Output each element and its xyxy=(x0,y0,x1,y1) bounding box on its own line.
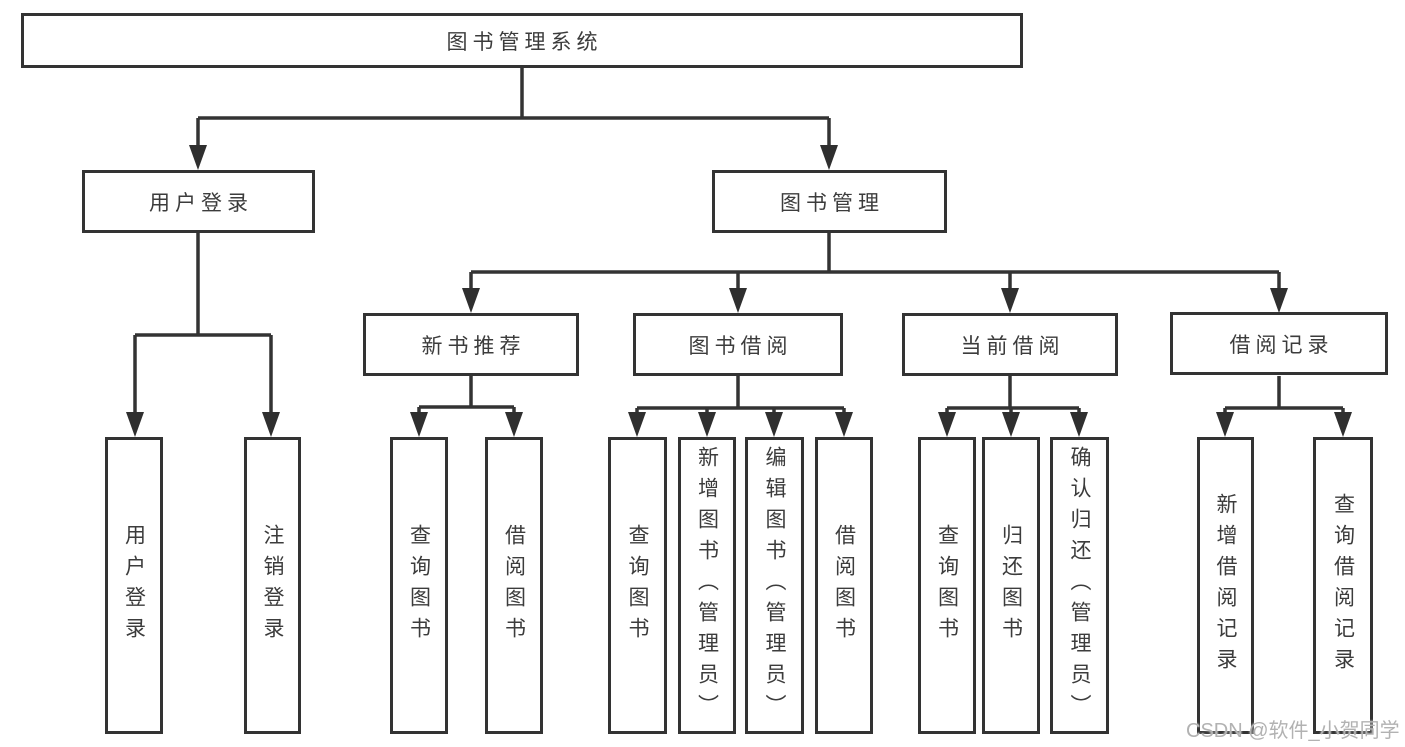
node-borrow-records: 借阅记录 xyxy=(1170,312,1388,375)
leaf-confirm-return-admin: 确认归还（管理员） xyxy=(1050,437,1109,734)
leaf-query-books-1-label: 查询图书 xyxy=(407,523,431,648)
node-book-management-branch: 图书管理 xyxy=(712,170,947,233)
csdn-watermark: CSDN @软件_小贺同学 xyxy=(1186,720,1400,742)
node-book-borrowing: 图书借阅 xyxy=(633,313,843,376)
leaf-query-books-2-label: 查询图书 xyxy=(626,523,649,648)
leaf-user-login: 用户登录 xyxy=(105,437,163,734)
leaf-borrow-books-2-label: 借阅图书 xyxy=(832,523,856,648)
node-library-management-system: 图书管理系统 xyxy=(21,13,1023,68)
node-current-borrowing: 当前借阅 xyxy=(902,313,1118,376)
leaf-borrow-books-1: 借阅图书 xyxy=(485,437,543,734)
leaf-borrow-books-2: 借阅图书 xyxy=(815,437,873,734)
leaf-user-login-label: 用户登录 xyxy=(122,523,146,648)
leaf-add-borrow-record: 新增借阅记录 xyxy=(1197,437,1254,734)
leaf-add-borrow-record-label: 新增借阅记录 xyxy=(1214,492,1237,679)
leaf-query-borrow-record-label: 查询借阅记录 xyxy=(1331,492,1355,679)
leaf-query-books-3-label: 查询图书 xyxy=(935,523,959,648)
leaf-edit-book-admin: 编辑图书（管理员） xyxy=(745,437,804,734)
arrowheads xyxy=(126,145,1352,437)
leaf-add-book-admin: 新增图书（管理员） xyxy=(678,437,736,734)
leaf-return-books-label: 归还图书 xyxy=(999,523,1023,648)
node-new-book-recommend: 新书推荐 xyxy=(363,313,579,376)
leaf-query-books-2: 查询图书 xyxy=(608,437,667,734)
leaf-logout: 注销登录 xyxy=(244,437,301,734)
leaf-borrow-books-1-label: 借阅图书 xyxy=(502,523,526,648)
leaf-add-book-admin-label: 新增图书（管理员） xyxy=(695,446,719,725)
leaf-query-borrow-record: 查询借阅记录 xyxy=(1313,437,1373,734)
leaf-edit-book-admin-label: 编辑图书（管理员） xyxy=(763,446,786,725)
leaf-return-books: 归还图书 xyxy=(982,437,1040,734)
leaf-logout-label: 注销登录 xyxy=(261,523,284,648)
leaf-confirm-return-admin-label: 确认归还（管理员） xyxy=(1068,446,1091,725)
leaf-query-books-3: 查询图书 xyxy=(918,437,976,734)
node-user-login-branch: 用户登录 xyxy=(82,170,315,233)
leaf-query-books-1: 查询图书 xyxy=(390,437,448,734)
